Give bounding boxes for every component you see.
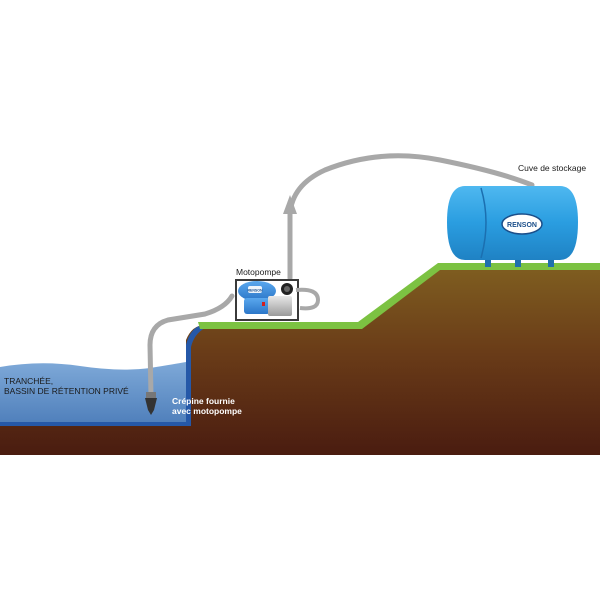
suction-hose [147, 293, 235, 399]
label-strainer-line1: Crépine fournie [172, 396, 235, 406]
label-tank: Cuve de stockage [518, 163, 586, 173]
pump-brand-label: RENSON [248, 289, 263, 293]
water-basin [0, 362, 186, 424]
storage-tank-icon [447, 186, 578, 267]
flow-arrow-icon [283, 195, 297, 214]
motopompe-icon [235, 279, 321, 321]
label-water-line1: TRANCHÉE, [4, 376, 53, 386]
tank-brand-label: RENSON [507, 222, 537, 229]
label-water-line2: BASSIN DE RÉTENTION PRIVÉ [4, 386, 129, 396]
label-pump: Motopompe [236, 267, 281, 277]
soil [0, 267, 600, 455]
discharge-hose [287, 153, 535, 281]
grass-strip [198, 263, 600, 329]
strainer-icon [145, 392, 157, 415]
label-strainer-line2: avec motopompe [172, 406, 242, 416]
